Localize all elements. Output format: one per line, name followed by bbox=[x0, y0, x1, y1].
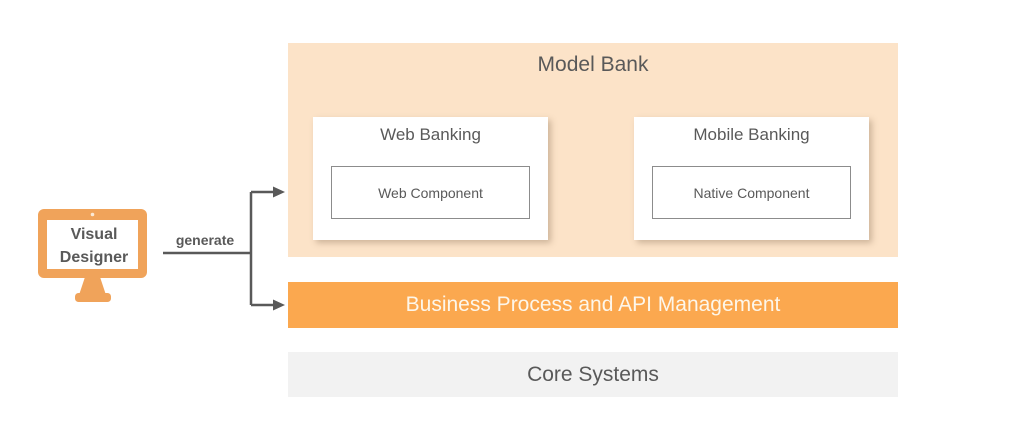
core-systems-bar: Core Systems bbox=[288, 352, 898, 397]
visual-designer-node: Visual Designer bbox=[30, 200, 160, 310]
arrowhead-to-model-bank bbox=[273, 186, 285, 198]
model-bank-title: Model Bank bbox=[537, 53, 649, 76]
arrowhead-to-middleware bbox=[273, 299, 285, 311]
mobile-banking-card: Mobile Banking Native Component bbox=[634, 117, 869, 240]
generate-arrow-label: generate bbox=[175, 232, 235, 248]
web-banking-card: Web Banking Web Component bbox=[313, 117, 548, 240]
native-component-box: Native Component bbox=[652, 166, 851, 219]
model-bank-panel: Model Bank Web Banking Web Component Mob… bbox=[288, 43, 898, 257]
web-banking-title: Web Banking bbox=[380, 125, 481, 144]
web-component-box: Web Component bbox=[331, 166, 530, 219]
business-process-api-bar: Business Process and API Management bbox=[288, 282, 898, 328]
mobile-banking-title: Mobile Banking bbox=[693, 125, 810, 144]
monitor-icon bbox=[38, 209, 147, 302]
visual-designer-label: Visual Designer bbox=[59, 225, 129, 266]
